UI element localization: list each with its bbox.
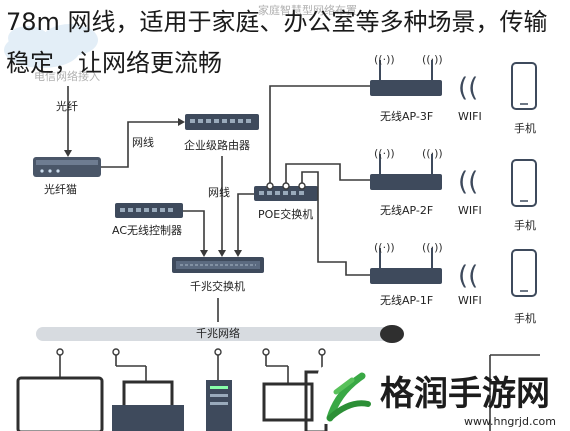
phone-label-2f: 手机	[514, 218, 536, 232]
desktop-computer-icon	[262, 370, 328, 431]
phone-label-1f: 手机	[514, 311, 536, 325]
fiber-label: 光纤	[56, 99, 78, 113]
modem-device	[33, 157, 101, 177]
router-label: 企业级路由器	[184, 138, 250, 152]
wifi-icon: ((	[458, 167, 478, 197]
phone-icon	[511, 159, 537, 207]
phone-label-3f: 手机	[514, 121, 536, 135]
backbone-label: 千兆网络	[196, 326, 240, 340]
ap-2f-device: ((·)) ((·))	[370, 147, 443, 190]
watermark-logo	[318, 366, 374, 424]
watermark-brand: 格润手游网	[380, 374, 550, 414]
phone-icon	[511, 62, 537, 110]
svg-text:((·)): ((·))	[422, 241, 443, 254]
wifi-icon: ((	[458, 261, 478, 291]
monitor-icon	[16, 376, 104, 431]
backbone-bar	[36, 325, 404, 343]
wifi-icon: ((	[458, 73, 478, 103]
phone-icon	[511, 249, 537, 297]
svg-text:((·)): ((·))	[374, 53, 395, 66]
core-switch-label: 千兆交换机	[190, 279, 245, 293]
wifi-label-3f: WIFI	[458, 110, 482, 123]
ac-controller-label: AC无线控制器	[112, 223, 182, 237]
cloud-icon	[4, 24, 98, 68]
isp-label: 电信网络接入	[34, 69, 100, 83]
modem-label: 光纤猫	[44, 182, 77, 196]
printer-icon	[112, 380, 184, 431]
ap-3f-device: ((·)) ((·))	[370, 53, 443, 96]
cable-label-2: 网线	[208, 185, 230, 199]
core-switch-device	[172, 257, 264, 273]
poe-switch-label: POE交换机	[258, 207, 313, 221]
ap-1f-label: 无线AP-1F	[380, 293, 433, 307]
svg-text:((·)): ((·))	[422, 53, 443, 66]
wifi-label-1f: WIFI	[458, 294, 482, 307]
headline-text: 78m 网线，适用于家庭、办公室等多种场景，传输稳定，让网络更流畅	[6, 8, 548, 77]
wifi-label-2f: WIFI	[458, 204, 482, 217]
router-device	[185, 114, 259, 130]
diagram-title-faded: 家庭智慧型网络布置	[258, 3, 357, 17]
watermark-url: www.hngrjd.com	[464, 415, 556, 428]
ap-2f-label: 无线AP-2F	[380, 203, 433, 217]
cable-label-1: 网线	[132, 135, 154, 149]
svg-text:((·)): ((·))	[422, 147, 443, 160]
poe-switch-device	[254, 186, 318, 201]
svg-text:((·)): ((·))	[374, 241, 395, 254]
svg-text:((·)): ((·))	[374, 147, 395, 160]
ap-3f-label: 无线AP-3F	[380, 109, 433, 123]
server-icon	[206, 380, 232, 431]
ac-controller-device	[115, 203, 183, 218]
ap-1f-device: ((·)) ((·))	[370, 241, 443, 284]
